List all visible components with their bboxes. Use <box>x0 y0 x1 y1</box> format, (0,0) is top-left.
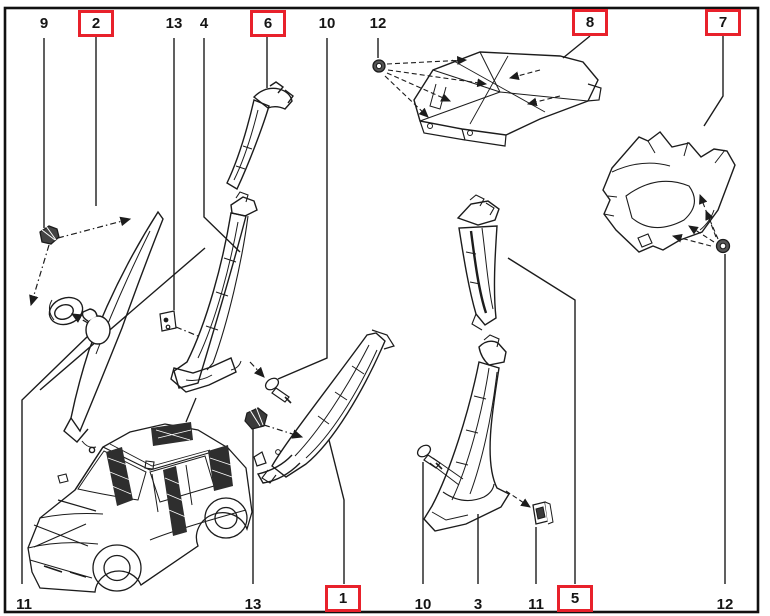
assembly-arrows-center <box>249 361 304 439</box>
assembly-arrows-panel-8 <box>384 56 561 118</box>
callout-4[interactable]: 4 <box>199 14 209 32</box>
callout-2-selected[interactable]: 2 <box>78 10 114 37</box>
pillar-highlight-hatching <box>106 422 233 536</box>
diagram-frame <box>3 6 760 614</box>
part-lower-pillar-trim-right[interactable] <box>423 334 510 532</box>
part-a-pillar-trim-left[interactable] <box>46 210 164 454</box>
callout-11-left[interactable]: 11 <box>16 595 32 613</box>
clip-fastener-9[interactable] <box>39 225 60 245</box>
part-trim-panel-8[interactable] <box>413 51 602 147</box>
assembly-arrows-left <box>29 216 199 337</box>
clip-fastener-11-right[interactable] <box>532 501 554 525</box>
bracket-clip-13-upper[interactable] <box>159 310 177 332</box>
callout-3[interactable]: 3 <box>473 595 483 613</box>
plug-grommet-11[interactable] <box>81 308 111 345</box>
callout-11-right[interactable]: 11 <box>528 595 544 613</box>
screw-fastener-10-left[interactable] <box>263 376 292 404</box>
callout-13-bottom[interactable]: 13 <box>244 595 262 613</box>
callout-6-selected[interactable]: 6 <box>250 10 286 37</box>
assembly-arrow-clip-11 <box>505 490 531 508</box>
callout-7-selected[interactable]: 7 <box>705 9 741 36</box>
part-upper-b-pillar-trim-left[interactable] <box>226 81 294 191</box>
leader-lines <box>21 35 726 584</box>
assembly-arrows-panel-7 <box>671 193 719 247</box>
part-quarter-trim-panel-7[interactable] <box>602 131 736 253</box>
callout-9[interactable]: 9 <box>39 14 49 32</box>
screw-pointer-lines <box>429 457 464 486</box>
callout-10-bottom[interactable]: 10 <box>414 595 432 613</box>
callout-5-selected[interactable]: 5 <box>557 585 593 612</box>
screw-fastener-10-right[interactable] <box>415 443 443 470</box>
grommet-fastener-12-lower[interactable] <box>715 238 731 254</box>
callout-8-selected[interactable]: 8 <box>572 9 608 36</box>
callout-13-top[interactable]: 13 <box>165 14 183 32</box>
part-a-pillar-trim-right[interactable] <box>253 329 395 484</box>
callout-12-top[interactable]: 12 <box>369 14 387 32</box>
hatch-lines <box>107 429 233 519</box>
vehicle-illustration <box>27 397 253 593</box>
part-upper-pillar-trim-right[interactable] <box>456 194 500 331</box>
callout-12-bottom[interactable]: 12 <box>716 595 734 613</box>
grommet-fastener-12-upper[interactable] <box>372 59 386 73</box>
callout-1-selected[interactable]: 1 <box>325 585 361 612</box>
clip-fastener-13-lower[interactable] <box>244 406 268 430</box>
callout-10-top[interactable]: 10 <box>318 14 336 32</box>
part-lower-b-pillar-trim-left[interactable] <box>170 191 258 393</box>
